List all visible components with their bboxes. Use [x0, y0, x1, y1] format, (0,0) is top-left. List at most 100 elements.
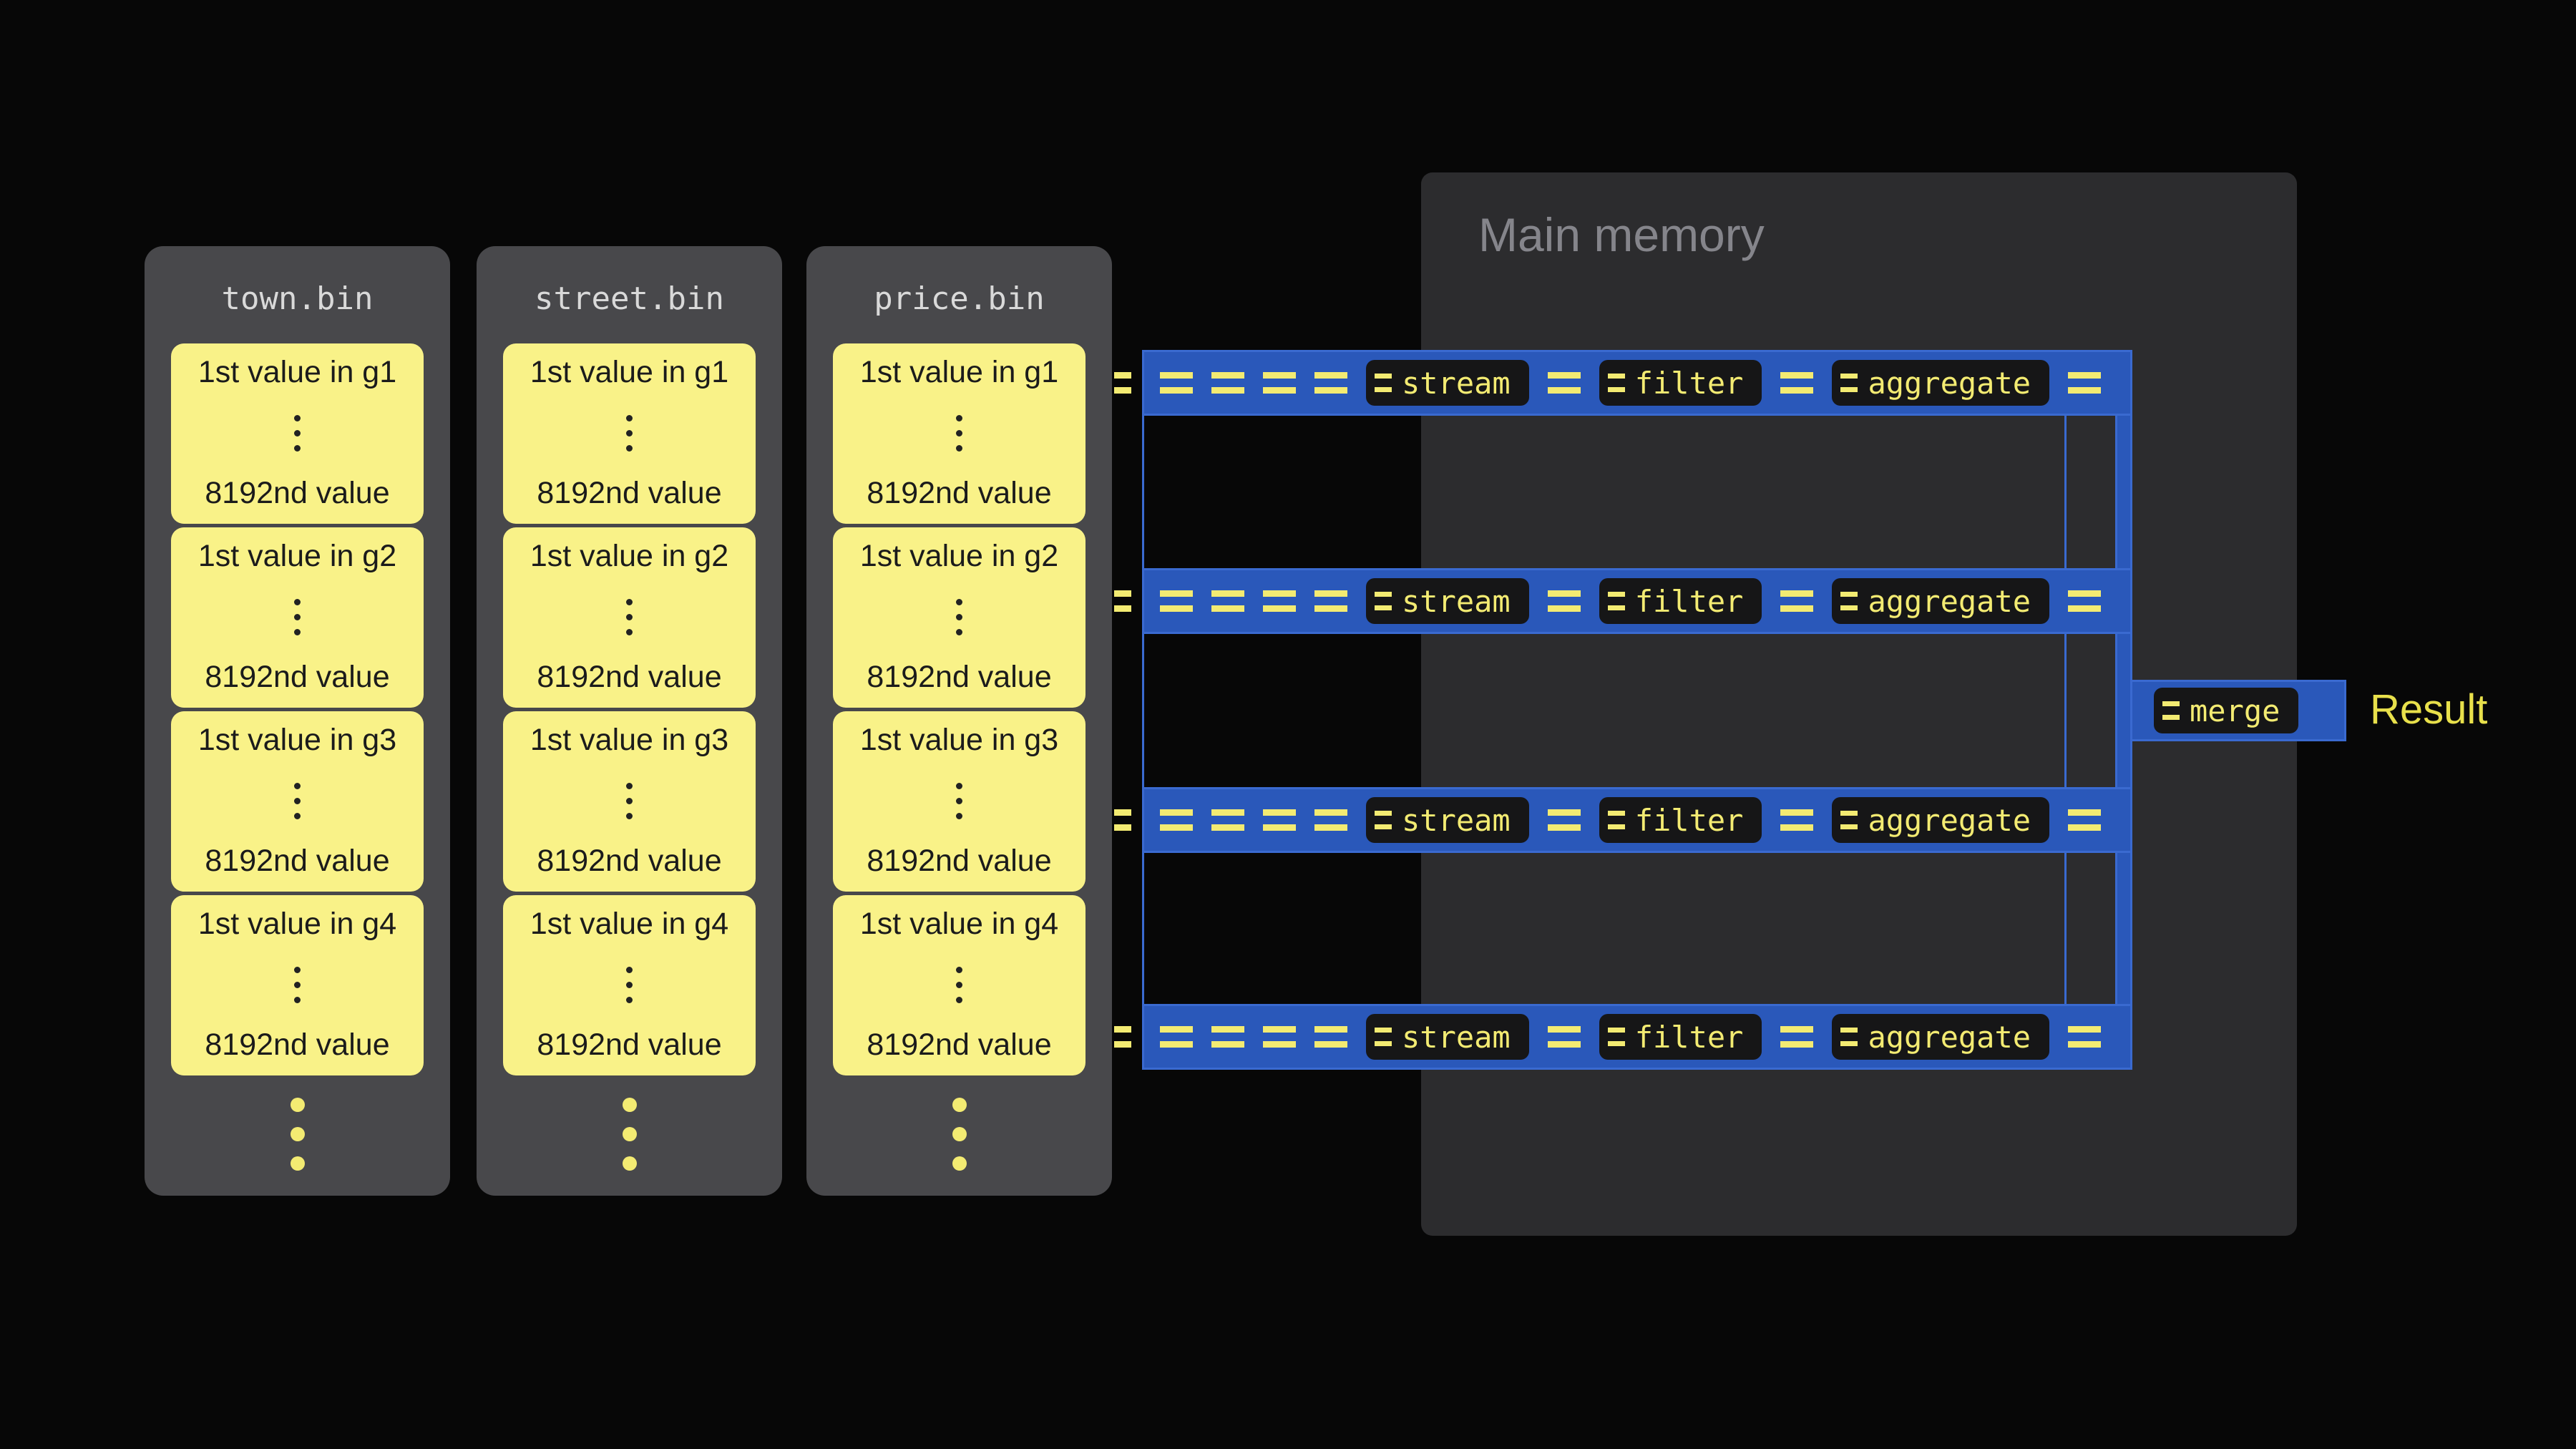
chunk-equals-icon	[2068, 1026, 2102, 1048]
row-group-block: 1st value in g1 8192nd value	[833, 343, 1085, 524]
aggregate-operator-chip: aggregate	[1832, 1014, 2050, 1060]
chunk-equals-icon	[1263, 809, 1296, 831]
block-last-value: 8192nd value	[205, 844, 390, 878]
row-group-block: 1st value in g1 8192nd value	[171, 343, 424, 524]
ellipsis-vertical-icon	[956, 598, 962, 635]
chunk-equals-icon	[1263, 590, 1296, 612]
block-first-value: 1st value in g3	[859, 723, 1059, 757]
stream-operator-chip: stream	[1366, 360, 1529, 406]
more-blocks-ellipsis-icon	[622, 1098, 637, 1171]
chunk-equals-icon	[1160, 372, 1193, 394]
block-last-value: 8192nd value	[205, 1028, 390, 1062]
filter-operator-chip: filter	[1599, 797, 1762, 843]
block-last-value: 8192nd value	[537, 1028, 722, 1062]
chunk-equals-icon	[1211, 1026, 1244, 1048]
ellipsis-vertical-icon	[626, 414, 633, 452]
file-panel-street: street.bin 1st value in g1 8192nd value …	[477, 246, 782, 1196]
chunk-equals-icon	[1375, 811, 1392, 829]
block-first-value: 1st value in g4	[530, 907, 729, 941]
chunk-equals-icon	[1375, 374, 1392, 392]
more-blocks-ellipsis-icon	[952, 1098, 967, 1171]
row-group-block: 1st value in g1 8192nd value	[503, 343, 756, 524]
pipeline-row-2: stream filter aggregate	[1114, 568, 2132, 634]
operator-label: aggregate	[1868, 583, 2031, 619]
aggregate-operator-chip: aggregate	[1832, 360, 2050, 406]
chunk-equals-icon	[2068, 372, 2102, 394]
chunk-equals-icon	[1314, 372, 1347, 394]
operator-label: stream	[1402, 1019, 1511, 1055]
chunk-equals-icon	[1114, 809, 1131, 831]
chunk-equals-icon	[1607, 1028, 1625, 1046]
chunk-equals-icon	[1780, 372, 1814, 394]
filter-operator-chip: filter	[1599, 360, 1762, 406]
block-last-value: 8192nd value	[205, 660, 390, 694]
chunk-equals-icon	[1314, 1026, 1347, 1048]
chunk-equals-icon	[1160, 809, 1193, 831]
ellipsis-vertical-icon	[294, 782, 301, 819]
operator-label: stream	[1402, 365, 1511, 401]
block-first-value: 1st value in g2	[530, 539, 729, 573]
chunk-equals-icon	[1607, 374, 1625, 392]
chunk-equals-icon	[1211, 590, 1244, 612]
chunk-equals-icon	[1160, 1026, 1193, 1048]
row-group-block: 1st value in g3 8192nd value	[503, 711, 756, 892]
ellipsis-vertical-icon	[626, 966, 633, 1003]
row-group-block: 1st value in g3 8192nd value	[833, 711, 1085, 892]
merge-bar: merge	[2130, 680, 2346, 741]
ellipsis-vertical-icon	[626, 598, 633, 635]
stream-operator-chip: stream	[1366, 578, 1529, 624]
block-first-value: 1st value in g1	[197, 355, 397, 389]
ellipsis-vertical-icon	[626, 782, 633, 819]
ellipsis-vertical-icon	[294, 598, 301, 635]
pipe-connector	[1142, 632, 2067, 789]
chunk-equals-icon	[1375, 1028, 1392, 1046]
file-name: town.bin	[221, 280, 374, 317]
operator-label: filter	[1634, 583, 1744, 619]
main-memory-title: Main memory	[1478, 208, 1765, 261]
pipe-connector	[1142, 414, 2067, 570]
chunk-equals-icon	[1840, 811, 1858, 829]
filter-operator-chip: filter	[1599, 1014, 1762, 1060]
row-group-blocks: 1st value in g1 8192nd value 1st value i…	[171, 343, 424, 1075]
ellipsis-vertical-icon	[956, 966, 962, 1003]
chunk-equals-icon	[2068, 590, 2102, 612]
chunk-equals-icon	[1547, 372, 1581, 394]
block-last-value: 8192nd value	[867, 660, 1052, 694]
block-first-value: 1st value in g1	[859, 355, 1059, 389]
chunk-equals-icon	[1263, 1026, 1296, 1048]
chunk-equals-icon	[1840, 592, 1858, 610]
operator-label: aggregate	[1868, 1019, 2031, 1055]
pipeline-row-3: stream filter aggregate	[1114, 787, 2132, 853]
chunk-equals-icon	[1547, 590, 1581, 612]
aggregate-operator-chip: aggregate	[1832, 797, 2050, 843]
row-group-block: 1st value in g4 8192nd value	[503, 895, 756, 1075]
chunk-equals-icon	[1780, 1026, 1814, 1048]
chunk-equals-icon	[1780, 809, 1814, 831]
block-first-value: 1st value in g2	[859, 539, 1059, 573]
operator-label: stream	[1402, 802, 1511, 838]
ellipsis-vertical-icon	[294, 414, 301, 452]
result-label: Result	[2370, 686, 2488, 733]
more-blocks-ellipsis-icon	[290, 1098, 305, 1171]
block-first-value: 1st value in g2	[197, 539, 397, 573]
block-first-value: 1st value in g4	[197, 907, 397, 941]
file-panel-price: price.bin 1st value in g1 8192nd value 1…	[806, 246, 1112, 1196]
row-group-block: 1st value in g2 8192nd value	[833, 527, 1085, 708]
block-first-value: 1st value in g4	[859, 907, 1059, 941]
pipeline-row-4: stream filter aggregate	[1114, 1004, 2132, 1070]
operator-label: aggregate	[1868, 365, 2031, 401]
aggregate-operator-chip: aggregate	[1832, 578, 2050, 624]
row-group-block: 1st value in g3 8192nd value	[171, 711, 424, 892]
chunk-equals-icon	[1263, 372, 1296, 394]
operator-label: merge	[2190, 693, 2280, 728]
operator-label: filter	[1634, 1019, 1744, 1055]
chunk-equals-icon	[1160, 590, 1193, 612]
stream-operator-chip: stream	[1366, 797, 1529, 843]
row-group-block: 1st value in g4 8192nd value	[833, 895, 1085, 1075]
block-last-value: 8192nd value	[537, 660, 722, 694]
merge-operator-chip: merge	[2154, 688, 2299, 733]
chunk-equals-icon	[1114, 372, 1131, 394]
chunk-equals-icon	[1314, 590, 1347, 612]
chunk-equals-icon	[1114, 1026, 1131, 1048]
chunk-equals-icon	[1547, 1026, 1581, 1048]
